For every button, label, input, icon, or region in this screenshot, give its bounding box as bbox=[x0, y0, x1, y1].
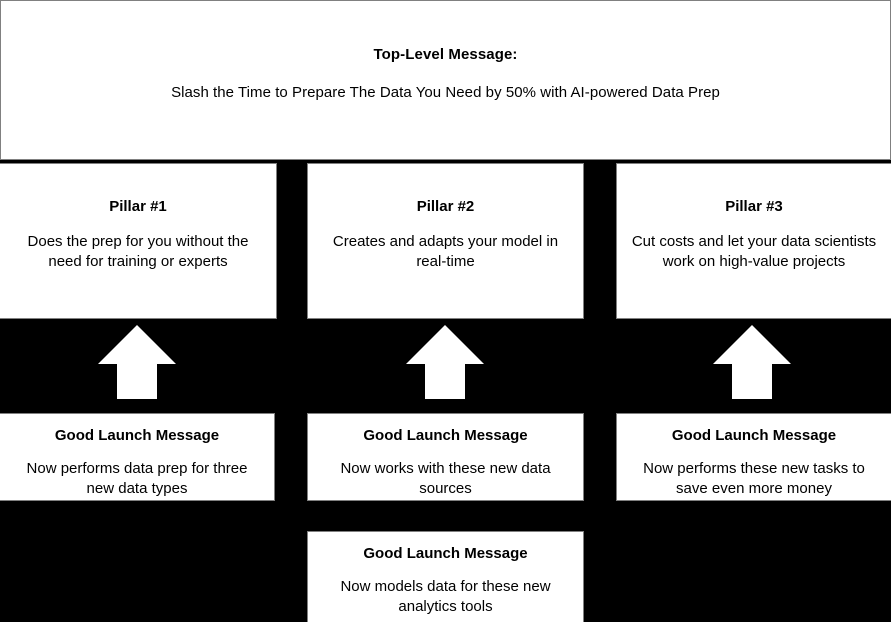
pillar-card-1: Pillar #1 Does the prep for you without … bbox=[0, 163, 277, 319]
pillar-title-1: Pillar #1 bbox=[109, 198, 167, 215]
up-arrow-icon bbox=[711, 323, 793, 401]
pillar-body-3: Cut costs and let your data scientists w… bbox=[631, 233, 877, 270]
top-level-message-title: Top-Level Message: bbox=[373, 46, 518, 63]
launch-message-body-4: Now models data for these new analytics … bbox=[340, 578, 551, 615]
launch-message-card-4: Good Launch Message Now models data for … bbox=[307, 531, 584, 622]
pillar-title-3: Pillar #3 bbox=[725, 198, 783, 215]
launch-message-title-2: Good Launch Message bbox=[363, 427, 528, 444]
up-arrow-icon bbox=[404, 323, 486, 401]
top-level-message-card: Top-Level Message: Slash the Time to Pre… bbox=[0, 0, 891, 160]
launch-message-body-1: Now performs data prep for three new dat… bbox=[26, 460, 248, 497]
launch-message-title-4: Good Launch Message bbox=[363, 545, 528, 562]
launch-message-body-3: Now performs these new tasks to save eve… bbox=[643, 460, 865, 497]
pillar-body-1: Does the prep for you without the need f… bbox=[27, 233, 249, 270]
pillar-body-2: Creates and adapts your model in real-ti… bbox=[332, 233, 559, 270]
launch-message-card-3: Good Launch Message Now performs these n… bbox=[616, 413, 891, 501]
launch-message-title-3: Good Launch Message bbox=[671, 427, 837, 444]
top-level-message-subtitle: Slash the Time to Prepare The Data You N… bbox=[171, 84, 720, 101]
up-arrow-icon bbox=[96, 323, 178, 401]
pillar-card-2: Pillar #2 Creates and adapts your model … bbox=[307, 163, 584, 319]
pillar-card-3: Pillar #3 Cut costs and let your data sc… bbox=[616, 163, 891, 319]
launch-message-card-2: Good Launch Message Now works with these… bbox=[307, 413, 584, 501]
pillar-title-2: Pillar #2 bbox=[416, 198, 475, 215]
launch-message-title-1: Good Launch Message bbox=[54, 427, 220, 444]
launch-message-body-2: Now works with these new data sources bbox=[340, 460, 551, 497]
launch-message-card-1: Good Launch Message Now performs data pr… bbox=[0, 413, 275, 501]
